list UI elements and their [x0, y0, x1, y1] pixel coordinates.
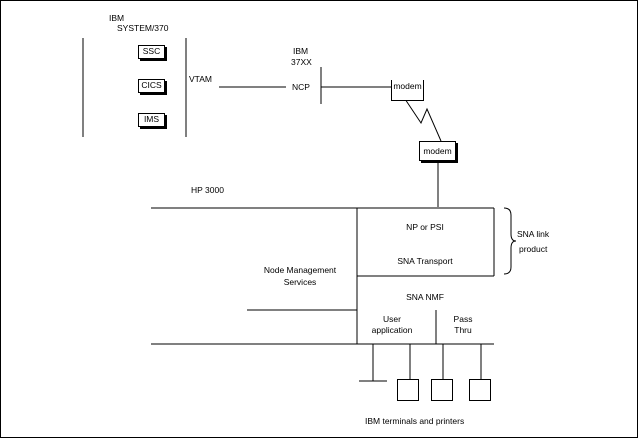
ssc-label: SSC	[142, 46, 161, 56]
user-app-label-line2: application	[371, 325, 413, 335]
modem-lower-box: modem	[419, 141, 456, 161]
modem-upper-box: modem	[391, 80, 424, 101]
terminal-box-2	[397, 379, 419, 401]
telephone-line	[404, 98, 442, 142]
layer-link-label: NP or PSI	[406, 222, 444, 232]
layer-transport-label: SNA Transport	[397, 256, 453, 266]
vtam-label: VTAM	[189, 74, 212, 84]
terminal-box-4	[469, 379, 491, 401]
modem-lower-label: modem	[423, 146, 452, 156]
ims-box: IMS	[138, 113, 165, 127]
link-product-brace	[503, 207, 517, 275]
pass-thru-label-line2: Thru	[454, 325, 472, 335]
cics-label: CICS	[141, 80, 162, 90]
terminal-box-3	[431, 379, 453, 401]
modem-upper-label: modem	[393, 81, 422, 91]
host-system-label: SYSTEM/370	[117, 23, 169, 33]
hp-system-label: HP 3000	[191, 185, 224, 195]
ncp-label: NCP	[292, 82, 310, 92]
terminals-caption: IBM terminals and printers	[365, 416, 465, 426]
ims-label: IMS	[143, 114, 160, 124]
link-product-label-line2: product	[519, 244, 548, 254]
cics-box: CICS	[138, 79, 165, 93]
layer-nmf-label: SNA NMF	[406, 292, 444, 302]
ssc-box: SSC	[138, 45, 165, 59]
link-product-label-line1: SNA link	[517, 229, 550, 239]
pass-thru-label-line1: Pass	[453, 314, 473, 324]
user-app-label-line1: User	[383, 314, 401, 324]
node-mgmt-label-line1: Node Management	[263, 265, 337, 275]
host-vendor-label: IBM	[109, 13, 125, 23]
node-mgmt-label-line2: Services	[283, 277, 317, 287]
controller-vendor-label: IBM	[293, 46, 309, 56]
controller-model-label: 37XX	[291, 57, 312, 67]
